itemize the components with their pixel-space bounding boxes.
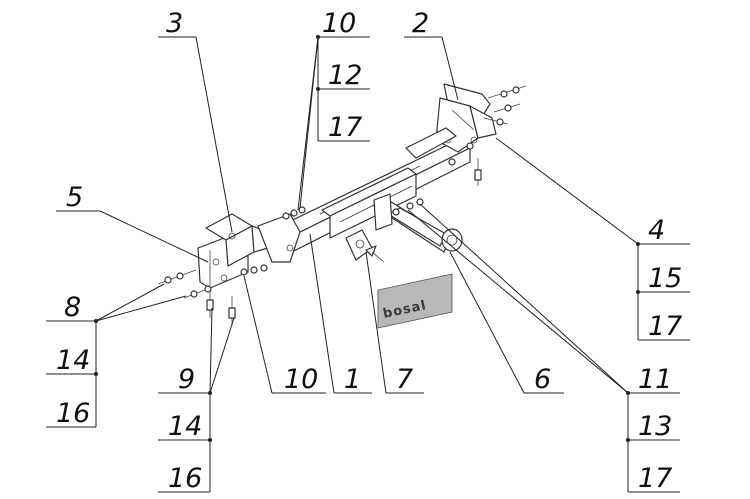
- callout-12-top: 12: [328, 60, 362, 91]
- callout-5: 5: [66, 182, 83, 213]
- callout-labels: 3 10 12 17 2 5 4 15 17 8 14 16 9 14 16 1…: [56, 8, 682, 494]
- callout-4: 4: [648, 215, 665, 246]
- right-bracket-part: [405, 83, 497, 159]
- callout-9: 9: [178, 364, 195, 395]
- callout-8: 8: [64, 292, 81, 323]
- callout-14-left: 14: [56, 345, 90, 376]
- callout-13: 13: [638, 411, 672, 442]
- callout-14-bottom: 14: [168, 411, 202, 442]
- identification-plate: bosal: [377, 273, 453, 329]
- callout-17-right: 17: [648, 311, 682, 342]
- left-bracket-part: [197, 213, 301, 289]
- callout-1: 1: [344, 364, 361, 395]
- callout-2: 2: [412, 8, 429, 39]
- fasteners: [157, 85, 527, 326]
- callout-15-right: 15: [648, 263, 682, 294]
- tow-bar-parts: bosal: [157, 83, 527, 329]
- junction-dots: [94, 35, 640, 442]
- callout-6: 6: [534, 364, 551, 395]
- leader-lines: [46, 36, 690, 493]
- callout-17-top: 17: [328, 112, 362, 143]
- callout-3: 3: [166, 8, 183, 39]
- callout-11: 11: [638, 364, 672, 395]
- callout-7: 7: [396, 364, 413, 395]
- callout-16-bottom: 16: [168, 463, 202, 494]
- callout-10-top: 10: [322, 8, 356, 39]
- callout-16-left: 16: [56, 398, 90, 429]
- callout-10-mid: 10: [284, 364, 318, 395]
- callout-17-bottom: 17: [638, 463, 672, 494]
